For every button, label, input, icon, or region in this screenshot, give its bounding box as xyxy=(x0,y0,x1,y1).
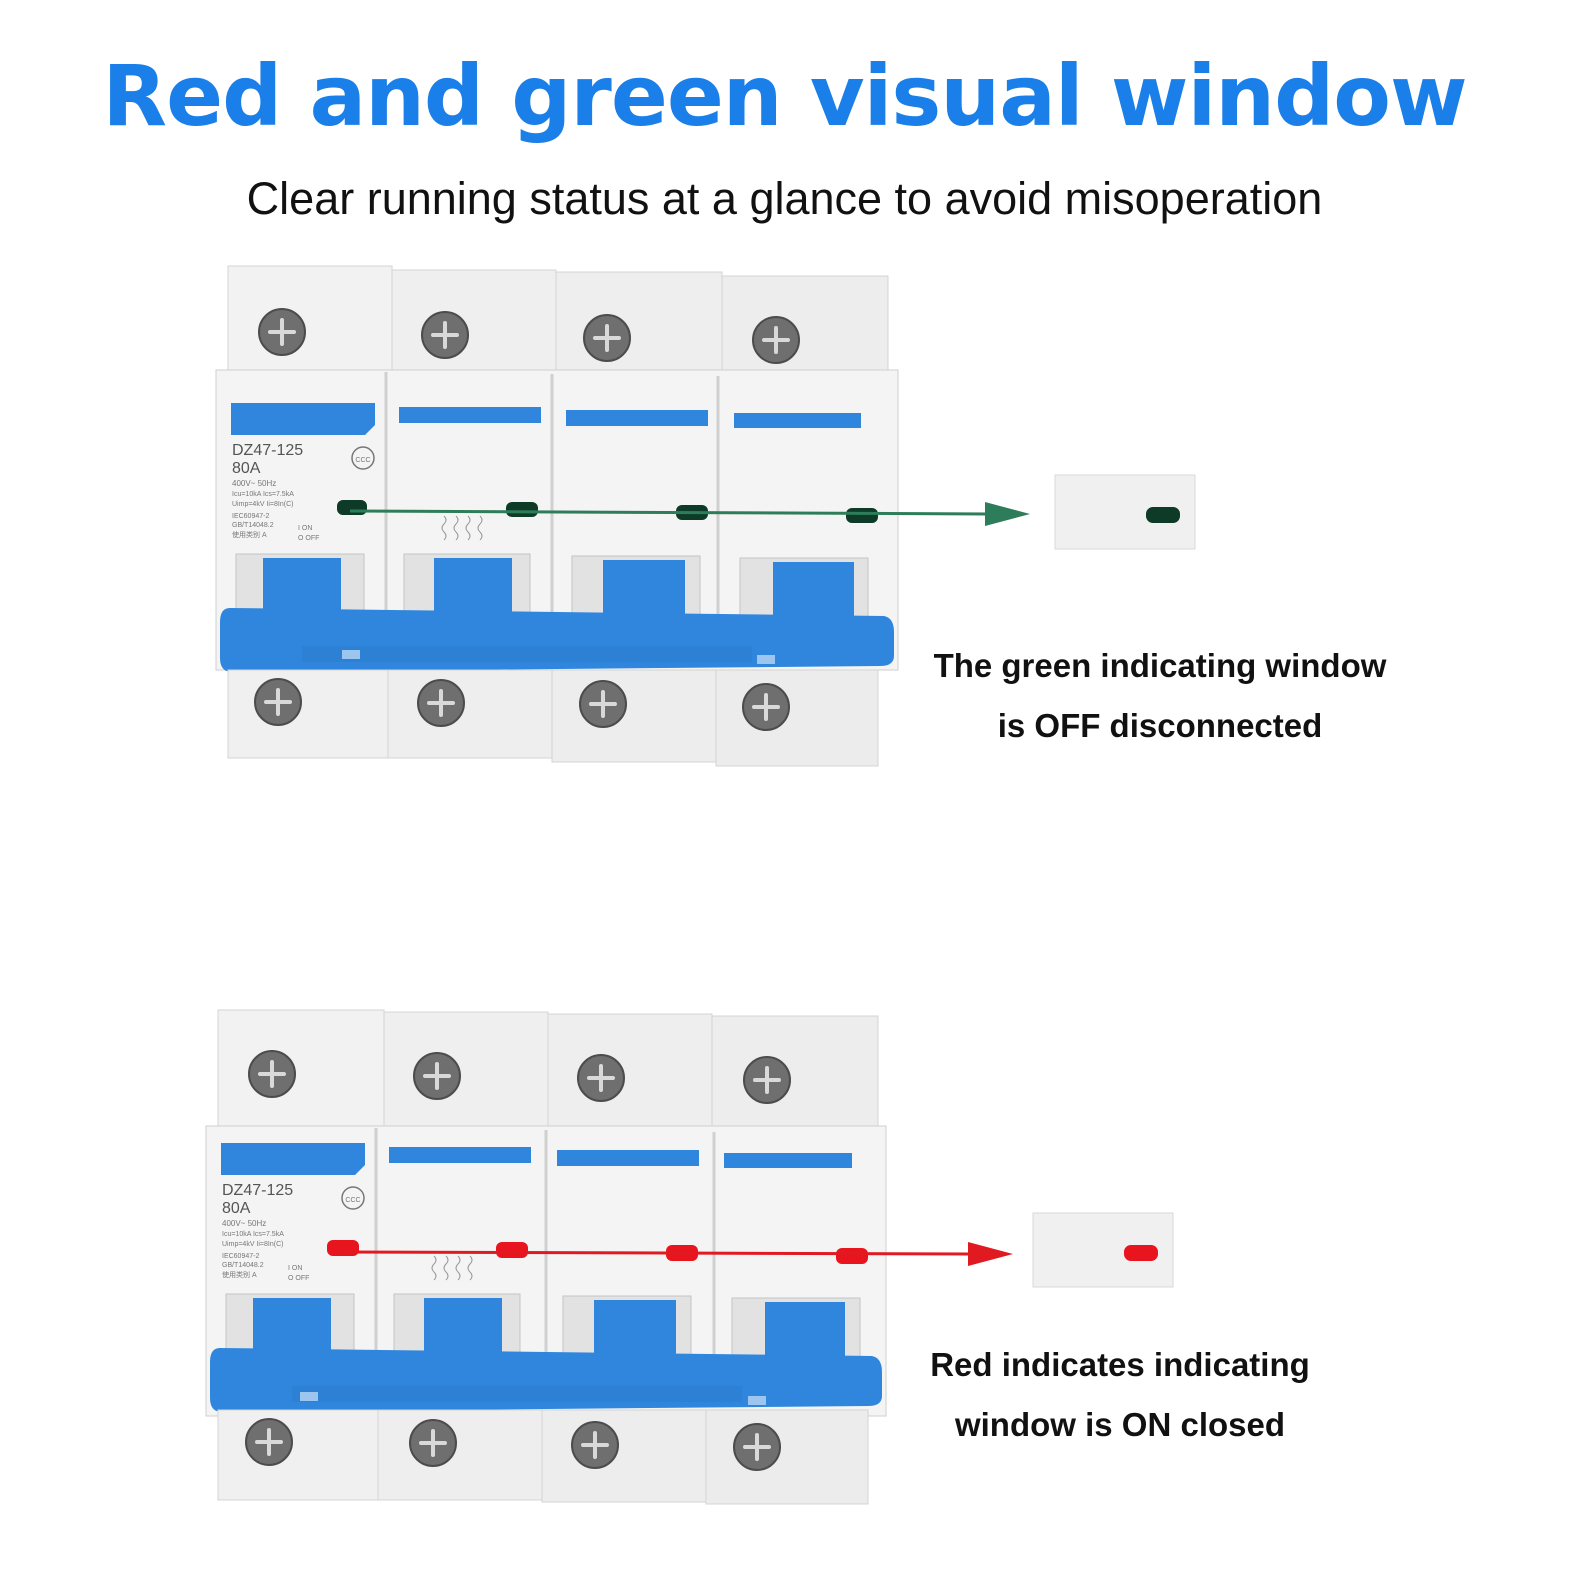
breaker-illustration: DZ47-125 80A 400V~ 50Hz Icu=10kA Ics=7.5… xyxy=(205,1009,887,1505)
wiring-diagram-icon xyxy=(431,1255,473,1281)
svg-text:使用类别 A: 使用类别 A xyxy=(232,530,267,539)
svg-text:GB/T14048.2: GB/T14048.2 xyxy=(222,1262,264,1269)
svg-text:GB/T14048.2: GB/T14048.2 xyxy=(232,522,274,529)
svg-text:400V~ 50Hz: 400V~ 50Hz xyxy=(222,1219,266,1228)
svg-text:I ON: I ON xyxy=(288,1265,302,1272)
svg-text:400V~ 50Hz: 400V~ 50Hz xyxy=(232,479,276,488)
breaker-illustration: DZ47-125 80A 400V~ 50Hz Icu=10kA Ics=7.5… xyxy=(215,265,899,767)
svg-text:Uimp=4kV Ii=8In(C): Uimp=4kV Ii=8In(C) xyxy=(232,501,293,508)
indicator-zoom-inset xyxy=(1032,1212,1174,1288)
ccc-mark-icon xyxy=(351,446,375,470)
svg-text:I ON: I ON xyxy=(298,525,312,532)
svg-text:CCC: CCC xyxy=(345,1197,360,1204)
svg-text:O OFF: O OFF xyxy=(298,535,319,542)
breaker-panel-green: DZ47-125 80A 400V~ 50Hz Icu=10kA Ics=7.5… xyxy=(0,262,1569,782)
top-terminals xyxy=(217,1009,879,1127)
wiring-diagram-icon xyxy=(441,515,483,541)
pointer-arrow xyxy=(339,1242,1013,1266)
page-subtitle: Clear running status at a glance to avoi… xyxy=(246,173,1323,224)
svg-text:IEC60947-2: IEC60947-2 xyxy=(232,513,269,520)
svg-text:CCC: CCC xyxy=(355,457,370,464)
rating-label: 80A xyxy=(222,1200,251,1217)
model-label: DZ47-125 xyxy=(222,1182,293,1199)
svg-text:IEC60947-2: IEC60947-2 xyxy=(222,1253,259,1260)
caption-green: The green indicating window is OFF disco… xyxy=(933,647,1387,744)
model-label: DZ47-125 xyxy=(232,442,303,459)
ccc-mark-icon xyxy=(341,1186,365,1210)
breaker-panel-red: DZ47-125 80A 400V~ 50Hz Icu=10kA Ics=7.5… xyxy=(0,1002,1569,1522)
svg-text:O OFF: O OFF xyxy=(288,1275,309,1282)
top-terminals xyxy=(227,265,889,379)
rating-label: 80A xyxy=(232,460,261,477)
indicator-zoom-inset xyxy=(1054,474,1196,550)
svg-text:Uimp=4kV Ii=8In(C): Uimp=4kV Ii=8In(C) xyxy=(222,1241,283,1248)
caption-red: Red indicates indicating window is ON cl… xyxy=(930,1346,1310,1443)
svg-text:Icu=10kA Ics=7.5kA: Icu=10kA Ics=7.5kA xyxy=(232,491,294,498)
svg-text:使用类别 A: 使用类别 A xyxy=(222,1270,257,1279)
svg-text:Icu=10kA Ics=7.5kA: Icu=10kA Ics=7.5kA xyxy=(222,1231,284,1238)
pointer-arrow xyxy=(349,502,1030,526)
page-title: Red and green visual window xyxy=(102,47,1467,145)
